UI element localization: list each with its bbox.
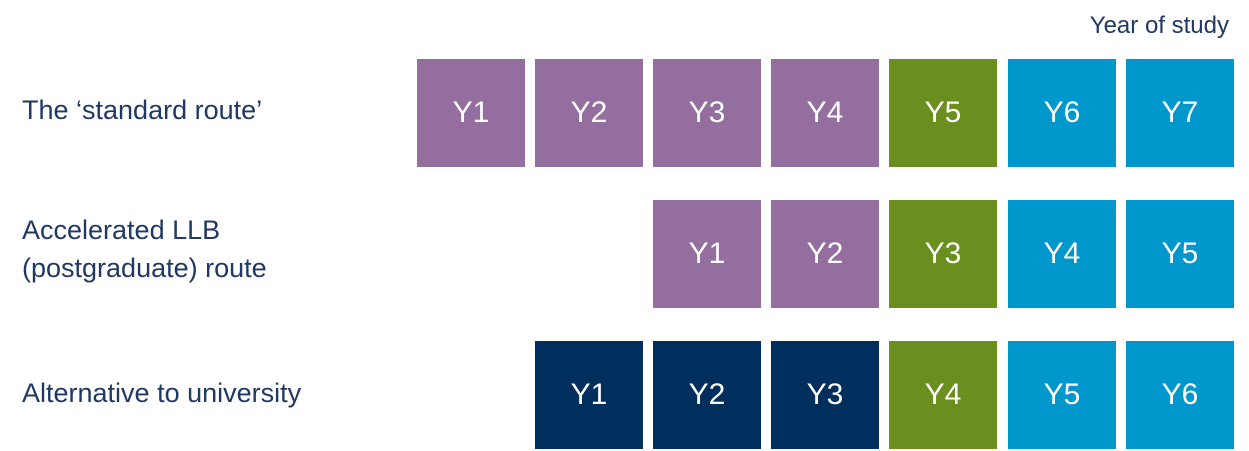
year-box: Y1 [535, 341, 643, 449]
route-label-line: Accelerated LLB [22, 215, 221, 245]
year-of-study-header: Year of study [1089, 12, 1229, 39]
year-box: Y3 [653, 59, 761, 167]
year-box: Y4 [889, 341, 997, 449]
year-box: Y3 [889, 200, 997, 308]
route-label-line: The ‘standard route’ [22, 95, 263, 125]
year-box: Y4 [771, 59, 879, 167]
year-box: Y2 [653, 341, 761, 449]
year-box: Y1 [417, 59, 525, 167]
route-label-accelerated: Accelerated LLB (postgraduate) route [22, 211, 267, 287]
year-box: Y5 [1008, 341, 1116, 449]
route-label-line: (postgraduate) route [22, 253, 267, 283]
route-label-line: Alternative to university [22, 378, 302, 408]
year-box: Y5 [1126, 200, 1234, 308]
year-box: Y6 [1126, 341, 1234, 449]
year-box: Y1 [653, 200, 761, 308]
route-label-standard: The ‘standard route’ [22, 91, 262, 129]
year-box: Y2 [535, 59, 643, 167]
route-label-alternative: Alternative to university [22, 374, 301, 412]
year-box: Y6 [1008, 59, 1116, 167]
year-box: Y2 [771, 200, 879, 308]
year-box: Y5 [889, 59, 997, 167]
year-box: Y7 [1126, 59, 1234, 167]
year-box: Y3 [771, 341, 879, 449]
year-box: Y4 [1008, 200, 1116, 308]
